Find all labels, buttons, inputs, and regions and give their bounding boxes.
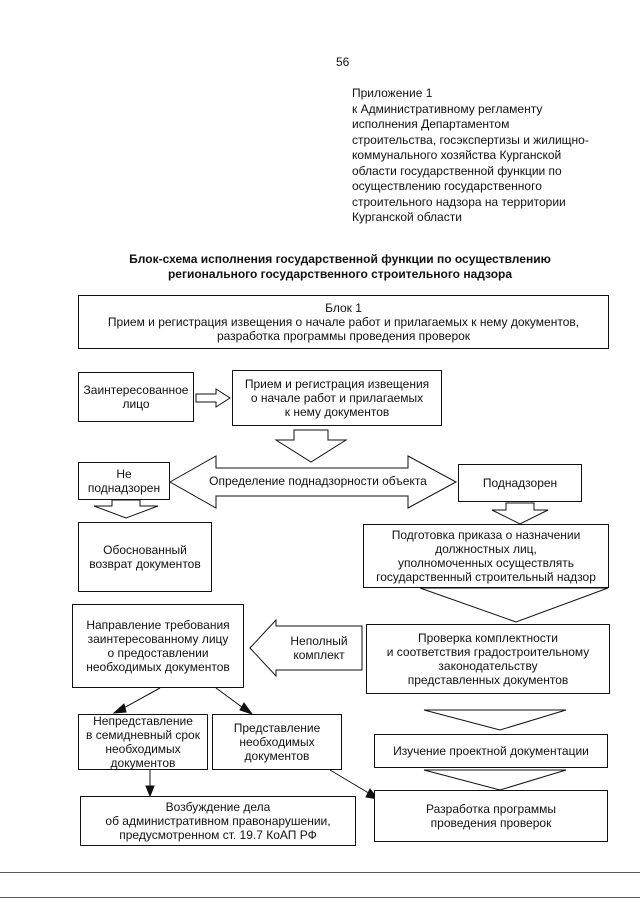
box-line: Обоснованный — [103, 543, 187, 557]
supervised-box: Поднадзорен — [458, 464, 582, 502]
appendix-line: осуществлению государственного — [352, 179, 542, 193]
box-line: необходимых документов — [86, 660, 230, 674]
box-line: Не — [116, 467, 132, 481]
box-line: и соответствия градостроительному — [386, 645, 590, 659]
arrowhead — [239, 702, 254, 715]
arrow-down-wide — [419, 587, 609, 623]
appendix-line: области государственной функции по — [352, 163, 562, 178]
box-line: государственный строительный надзор — [376, 570, 596, 584]
appendix-line: коммунального хозяйства Курганской — [352, 148, 562, 162]
request-documents-box: Направление требования заинтересованному… — [72, 604, 244, 688]
box-line: Представление — [233, 721, 321, 735]
page-divider — [0, 897, 640, 898]
diagram-title-line: регионального государственного строитель… — [167, 267, 513, 281]
box-line: к нему документов — [284, 405, 390, 419]
project-study-box: Изучение проектной документации — [374, 734, 608, 768]
box-line: должностных лиц, — [435, 542, 537, 556]
appendix-header: Приложение 1 к Административному регламе… — [352, 86, 632, 226]
box-line: Прием и регистрация извещения — [244, 377, 430, 391]
reception-box: Прием и регистрация извещения о начале р… — [232, 370, 442, 426]
arrow-line — [329, 769, 373, 796]
arrowhead — [112, 703, 127, 714]
arrow-down — [274, 429, 348, 463]
box-line: Подготовка приказа о назначении — [391, 528, 581, 542]
arrow-down — [491, 502, 549, 525]
box-line: уполномоченных осуществлять — [398, 556, 574, 570]
box-line: Непредставление — [93, 714, 193, 728]
appendix-line: Курганской области — [352, 210, 462, 224]
box-line: документов — [244, 749, 310, 763]
appendix-line: исполнения Департаментом — [352, 117, 510, 131]
box-line: предусмотренном ст. 19.7 КоАП РФ — [119, 828, 317, 842]
box-line: заинтересованному лицу — [87, 632, 229, 646]
box-line: о предоставлении — [107, 646, 209, 660]
arrow-right — [195, 388, 231, 408]
order-preparation-box: Подготовка приказа о назначении должност… — [363, 524, 609, 588]
box-line: необходимых — [105, 742, 181, 756]
interested-party-box: Заинтересованное лицо — [78, 372, 194, 422]
box-line: Направление требования — [86, 618, 230, 632]
appendix-line: Приложение 1 — [352, 86, 433, 100]
box-line: в семидневный срок — [86, 728, 200, 742]
arrow-down-wide — [423, 709, 567, 731]
incomplete-set-label: Неполный комплект — [278, 634, 360, 662]
not-supervised-box: Не поднадзорен — [78, 462, 170, 500]
block1-box: Блок 1 Прием и регистрация извещения о н… — [78, 295, 609, 349]
label-line: комплект — [293, 648, 345, 662]
box-line: Разработка программы — [426, 802, 556, 816]
arrow-line — [215, 687, 247, 711]
inspection-program-box: Разработка программы проведения проверок — [374, 790, 608, 842]
arrow-down-wide — [423, 769, 567, 791]
box-line: разработка программы проведения проверок — [216, 329, 471, 343]
box-line: Прием и регистрация извещения о начале р… — [107, 315, 580, 329]
box-line: поднадзорен — [87, 481, 161, 495]
appendix-line: строительства, госэкспертизы и жилищно- — [352, 132, 589, 147]
box-line: документов — [110, 756, 176, 770]
submission-box: Представление необходимых документов — [212, 714, 342, 770]
box-line: Проверка комплектности — [418, 631, 558, 645]
arrow-down — [93, 499, 159, 519]
box-line: Поднадзорен — [482, 476, 558, 490]
administrative-case-box: Возбуждение дела об административном пра… — [80, 796, 356, 846]
non-submission-box: Непредставление в семидневный срок необх… — [78, 714, 208, 770]
determination-label: Определение поднадзорности объекта — [209, 474, 427, 488]
return-documents-box: Обоснованный возврат документов — [78, 522, 212, 592]
diagram-title-line: Блок-схема исполнения государственной фу… — [129, 252, 551, 266]
box-line: необходимых — [239, 735, 315, 749]
box-line: о начале работ и прилагаемых — [250, 391, 424, 405]
label-line: Неполный — [290, 634, 348, 648]
box-line: об административном правонарушении, — [105, 814, 331, 828]
arrow-left — [249, 618, 363, 678]
completeness-check-box: Проверка комплектности и соответствия гр… — [366, 624, 610, 694]
page-divider — [0, 872, 640, 873]
box-line: Изучение проектной документации — [393, 744, 589, 758]
box-line: законодательству — [438, 659, 538, 673]
page-number: 56 — [336, 55, 350, 69]
box-line: представленных документов — [407, 673, 569, 687]
box-line: возврат документов — [89, 557, 201, 571]
box-line: Заинтересованное — [83, 383, 189, 397]
appendix-line: строительного надзора на территории — [352, 194, 566, 209]
appendix-line: к Административному регламенту — [352, 101, 543, 116]
arrow-line — [119, 687, 161, 711]
arrow-double — [168, 455, 458, 509]
box-line: лицо — [122, 397, 150, 411]
arrowhead — [145, 785, 155, 798]
box-line: Возбуждение дела — [165, 800, 271, 814]
diagram-title: Блок-схема исполнения государственной фу… — [60, 252, 620, 282]
box-line: Блок 1 — [325, 301, 362, 315]
box-line: проведения проверок — [430, 816, 552, 830]
